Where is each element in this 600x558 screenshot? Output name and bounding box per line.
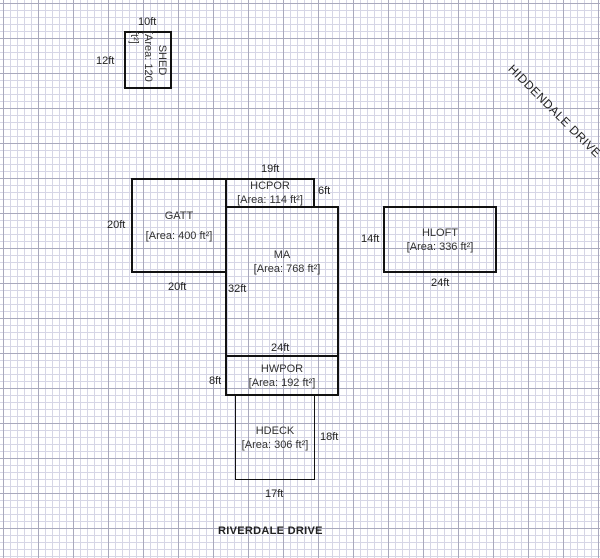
room-name: MA <box>273 248 291 261</box>
room-hwpor[interactable]: HWPOR [Area: 192 ft²] <box>225 355 339 396</box>
gatt-width-dim: 20ft <box>168 281 187 293</box>
room-hcpor[interactable]: HCPOR [Area: 114 ft²] <box>225 178 315 208</box>
room-area: [Area: 336 ft²] <box>406 240 474 253</box>
room-gatt[interactable]: GATT [Area: 400 ft²] <box>131 178 227 273</box>
room-area: [Area: 306 ft²] <box>241 438 309 451</box>
hloft-height-dim: 14ft <box>361 233 380 245</box>
room-name: HDECK <box>255 424 295 437</box>
hcpor-width-dim: 19ft <box>261 163 280 175</box>
hdeck-height-dim: 18ft <box>320 431 339 443</box>
street-hiddendale-drive: HIDDENDALE DRIVE <box>505 61 600 161</box>
room-area: [Area: 120 ft²] <box>128 31 154 82</box>
room-name: HLOFT <box>421 226 459 239</box>
street-riverdale-drive: RIVERDALE DRIVE <box>218 525 323 537</box>
room-name: HWPOR <box>260 362 304 375</box>
shed-width-dim: 10ft <box>138 16 157 28</box>
hcpor-height-dim: 6ft <box>318 185 331 197</box>
room-name: HCPOR <box>250 180 290 192</box>
room-hdeck[interactable]: HDECK [Area: 306 ft²] <box>235 395 315 480</box>
room-area: [Area: 768 ft²] <box>253 262 321 275</box>
gatt-height-dim: 20ft <box>107 219 126 231</box>
shed-height-dim: 12ft <box>96 55 115 67</box>
room-area: [Area: 192 ft²] <box>248 376 316 389</box>
hwpor-height-dim: 8ft <box>209 375 222 387</box>
room-name: SHED <box>156 44 168 76</box>
room-hloft[interactable]: HLOFT [Area: 336 ft²] <box>383 206 497 273</box>
hdeck-width-dim: 17ft <box>265 488 284 500</box>
hloft-width-dim: 24ft <box>431 277 450 289</box>
room-area: [Area: 114 ft²] <box>237 194 303 206</box>
shed-label-group: SHED [Area: 120 ft²] <box>124 31 172 89</box>
room-shed[interactable] <box>124 31 172 89</box>
room-ma[interactable]: MA [Area: 768 ft²] <box>225 206 339 357</box>
ma-width-dim: 24ft <box>271 342 290 354</box>
room-name: GATT <box>164 209 194 222</box>
ma-height-dim: 32ft <box>228 283 247 295</box>
room-area: [Area: 400 ft²] <box>145 229 213 242</box>
